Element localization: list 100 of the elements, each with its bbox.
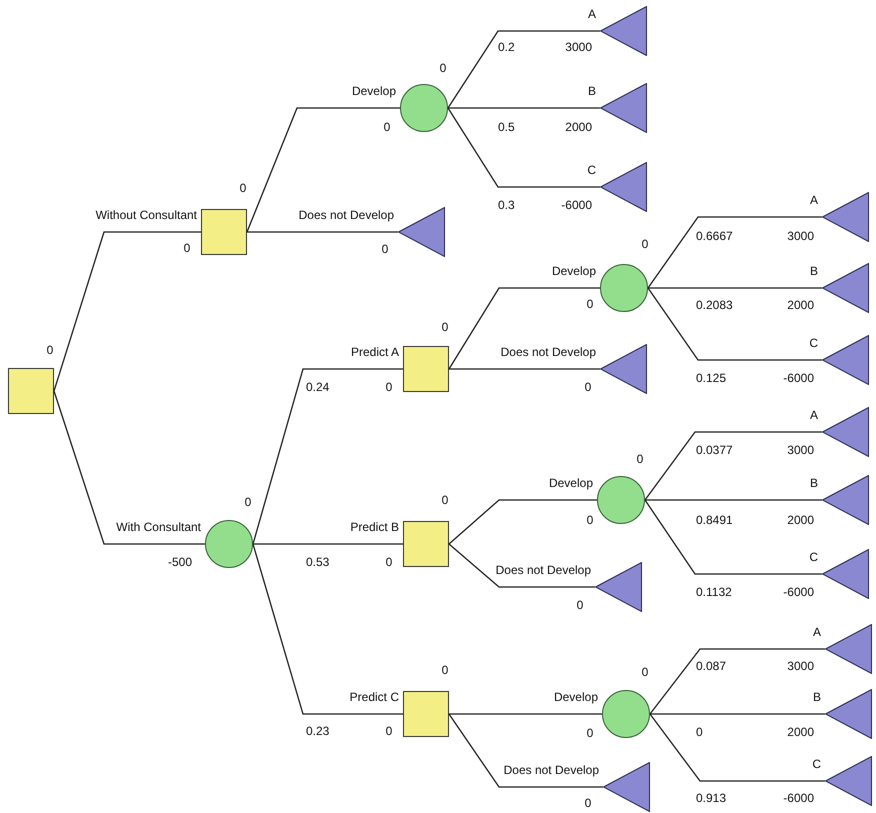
value-label: 3000	[787, 443, 814, 457]
branch-label: Develop	[554, 690, 598, 704]
branch-line	[649, 648, 825, 714]
value-label: 0	[584, 796, 592, 810]
branch-label: B	[588, 84, 596, 98]
branch-label: C	[587, 163, 596, 177]
value-label: 0	[586, 726, 594, 740]
value-label: 0	[586, 513, 594, 527]
branch-label: Develop	[552, 264, 596, 278]
value-label: -6000	[783, 585, 814, 599]
value-label: 0	[384, 120, 390, 134]
value-label: 0	[642, 237, 648, 251]
value-label: 0	[440, 61, 446, 75]
branch-line	[53, 231, 201, 392]
value-label: 0	[576, 598, 584, 612]
probability-label: 0.6667	[696, 229, 733, 243]
decision-square	[8, 368, 54, 414]
value-label: 0	[442, 320, 448, 334]
end-triangle	[822, 335, 869, 385]
chance-circle	[600, 264, 648, 312]
branch-label: Develop	[352, 84, 396, 98]
branch-line	[649, 714, 825, 782]
end-triangle	[600, 162, 647, 212]
branch-label: B	[810, 264, 818, 278]
branch-line	[252, 544, 403, 715]
end-triangle	[600, 83, 647, 133]
value-label: 2000	[787, 725, 814, 739]
branch-line	[650, 713, 825, 715]
branch-line	[647, 288, 822, 361]
decision-square	[403, 691, 449, 737]
end-triangle	[822, 475, 869, 525]
probability-label: 0.0377	[696, 443, 733, 457]
branch-label: Develop	[548, 476, 593, 490]
branch-label: Does not Develop	[496, 563, 591, 577]
branch-line	[252, 368, 403, 544]
end-triangle	[825, 689, 872, 739]
branch-line	[449, 713, 602, 715]
end-triangle	[600, 6, 647, 56]
branch-label: Without Consultant	[96, 208, 197, 222]
end-triangle	[822, 549, 869, 599]
value-label: -6000	[783, 791, 814, 805]
probability-label: 0.087	[696, 659, 726, 673]
branch-line	[448, 544, 595, 588]
end-triangle	[822, 263, 869, 313]
branch-line	[647, 216, 822, 288]
branch-line	[645, 499, 822, 501]
decision-square	[403, 521, 449, 567]
value-label: 3000	[787, 229, 814, 243]
branch-label: C	[809, 336, 818, 350]
probability-label: 0.24	[306, 380, 330, 394]
branch-line	[644, 500, 822, 575]
branch-line	[448, 287, 600, 370]
branch-label: A	[588, 7, 596, 21]
value-label: 2000	[787, 513, 814, 527]
branch-line	[644, 431, 822, 500]
chance-circle	[205, 520, 253, 568]
value-label: 0	[636, 452, 644, 466]
branch-label: A	[812, 625, 821, 639]
probability-label: 0.2083	[696, 298, 733, 312]
value-label: 0	[442, 493, 448, 507]
value-label: 0	[386, 724, 392, 738]
end-triangle	[822, 407, 869, 457]
value-label: 0	[386, 380, 392, 394]
branch-label: A	[810, 408, 818, 422]
value-label: 3000	[565, 40, 592, 54]
value-label: 3000	[787, 659, 814, 673]
decision-square	[201, 209, 247, 255]
branch-label: Predict C	[350, 690, 399, 704]
branch-label: B	[810, 476, 818, 490]
branch-label: C	[812, 757, 821, 771]
branch-label: Predict A	[350, 345, 399, 359]
end-triangle	[603, 762, 650, 812]
value-label: 0	[386, 555, 392, 569]
value-label: 0	[244, 495, 252, 509]
probability-label: 0.5	[498, 120, 515, 134]
value-label: 0	[46, 343, 54, 357]
value-label: 0	[382, 242, 388, 256]
chance-circle	[602, 690, 650, 738]
value-label: 0	[184, 241, 190, 255]
probability-label: 0.2	[498, 40, 515, 54]
value-label: 0	[240, 181, 246, 195]
branch-line	[246, 107, 400, 232]
value-label: -6000	[783, 371, 814, 385]
end-triangle	[600, 344, 647, 394]
probability-label: 0.125	[696, 371, 726, 385]
chance-circle	[597, 476, 645, 524]
end-triangle	[822, 192, 869, 242]
branch-line	[448, 107, 600, 109]
value-label: 0	[586, 297, 594, 311]
branch-line	[449, 368, 600, 370]
value-label: -500	[168, 555, 192, 569]
value-label: 2000	[565, 120, 592, 134]
branch-line	[247, 231, 398, 233]
value-label: -6000	[561, 198, 592, 212]
branch-label: B	[812, 690, 821, 704]
value-label: 0	[642, 665, 648, 679]
decision-square	[403, 346, 449, 392]
branch-line	[448, 499, 597, 544]
branch-line	[253, 543, 403, 545]
branch-line	[448, 714, 603, 788]
